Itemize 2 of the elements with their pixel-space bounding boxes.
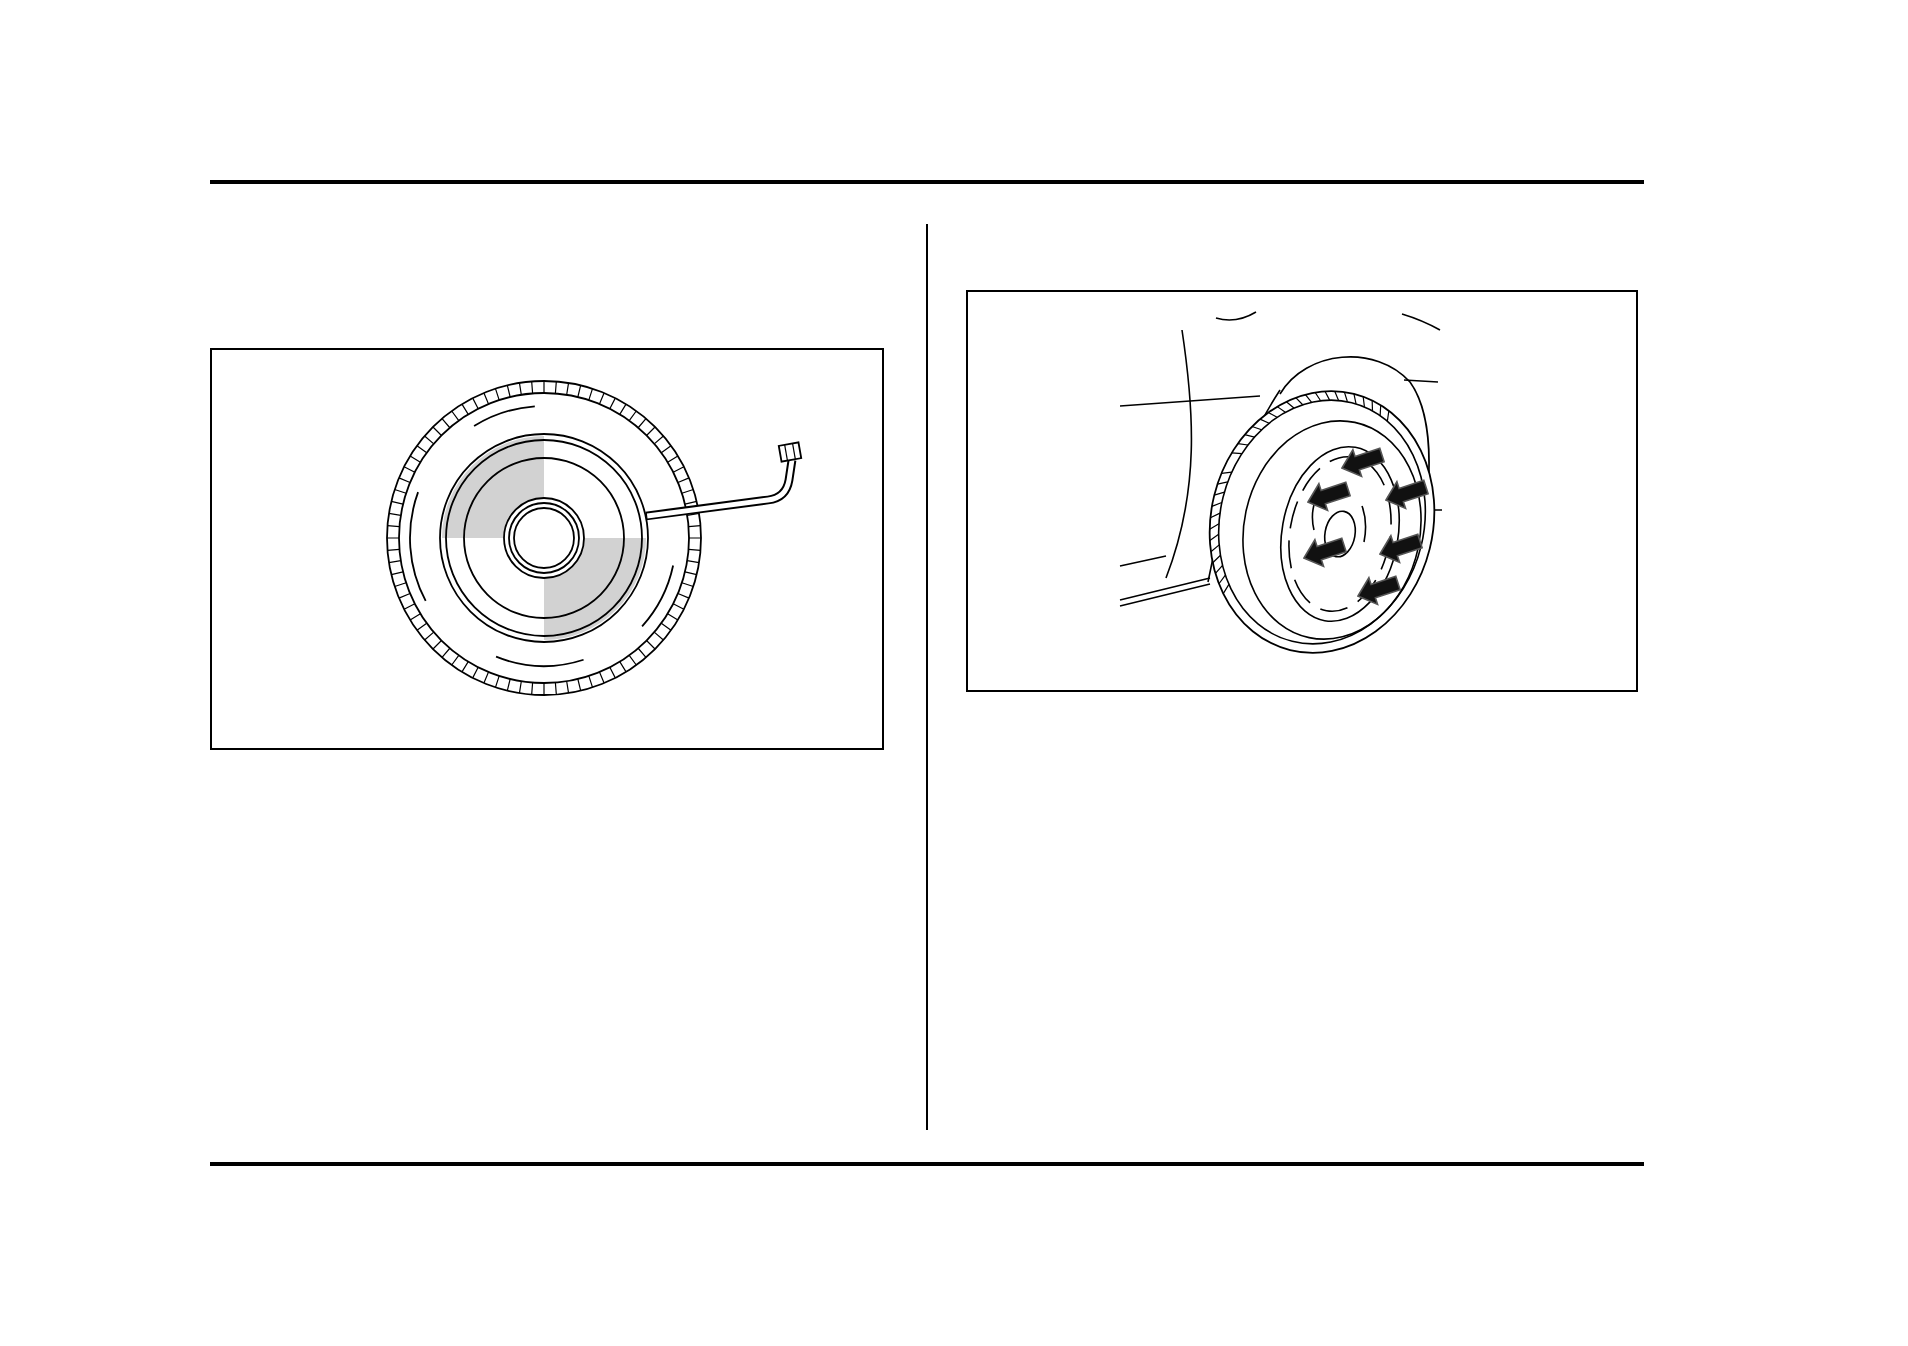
illustration-frame: [966, 290, 1638, 692]
illustration-frame: [210, 348, 884, 750]
